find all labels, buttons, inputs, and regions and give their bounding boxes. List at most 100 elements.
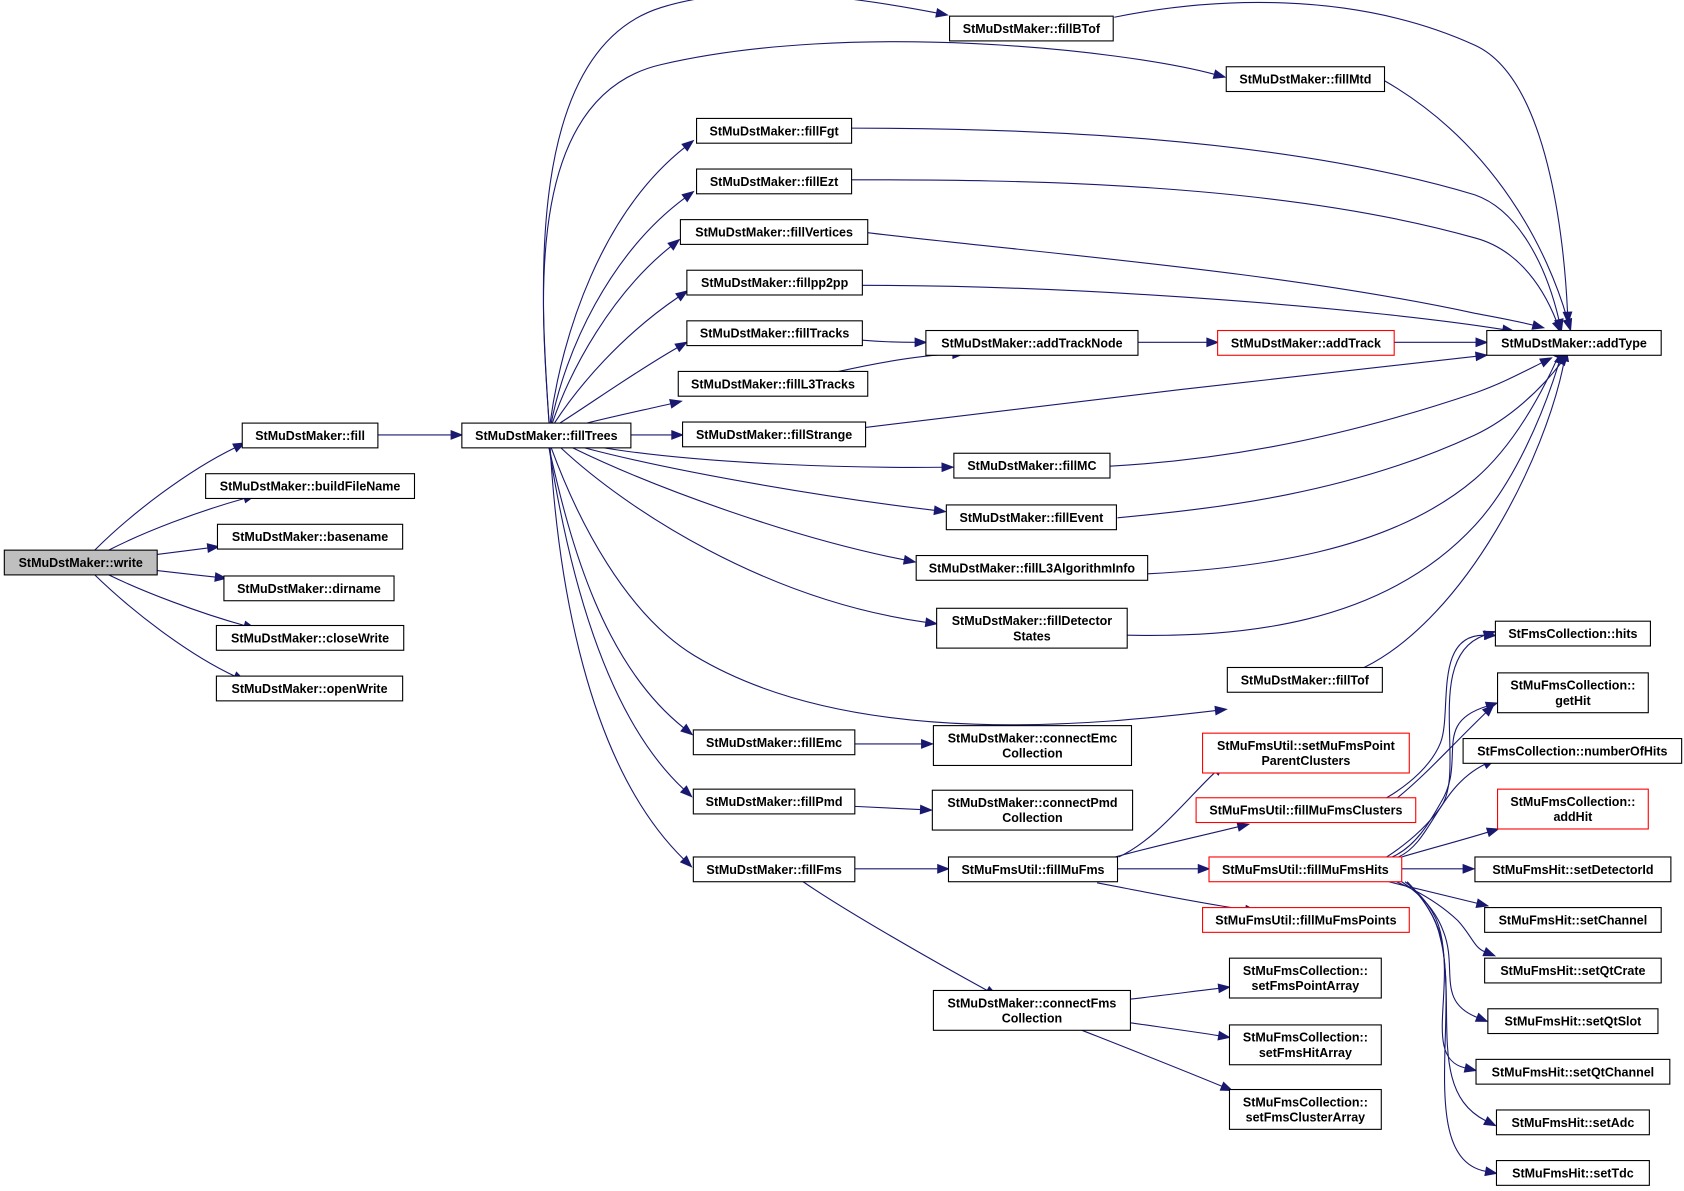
- node-fillVertices[interactable]: StMuDstMaker::fillVertices: [679, 219, 869, 245]
- node-box: [953, 452, 1111, 479]
- node-box: [936, 607, 1128, 649]
- node-fillMuFms[interactable]: StMuFmsUtil::fillMuFms: [947, 856, 1119, 883]
- edge-line: [549, 447, 685, 860]
- edge-line: [1391, 705, 1487, 858]
- node-addTrackNode[interactable]: StMuDstMaker::addTrackNode: [925, 329, 1139, 356]
- edge-arrowhead: [232, 442, 246, 453]
- node-addHit[interactable]: StMuFmsCollection::addHit: [1497, 788, 1649, 830]
- edge-write-to-dirname: [157, 570, 228, 582]
- node-numberOfHits[interactable]: StFmsCollection::numberOfHits: [1462, 737, 1683, 764]
- edge-fillMuFms-to-fillMuFmsClusters: [1115, 822, 1251, 858]
- node-addType[interactable]: StMuDstMaker::addType: [1486, 329, 1662, 356]
- node-setQtSlot[interactable]: StMuFmsHit::setQtSlot: [1487, 1008, 1659, 1035]
- edge-arrowhead: [933, 505, 947, 516]
- node-label: StMuDstMaker::fillL3AlgorithmInfo: [929, 561, 1136, 575]
- edge-line: [1386, 634, 1485, 799]
- edge-line: [550, 447, 1216, 726]
- edge-arrowhead: [679, 785, 693, 798]
- edge-write-to-fill: [94, 442, 246, 551]
- node-basename[interactable]: StMuDstMaker::basename: [216, 523, 404, 550]
- node-fillMtd[interactable]: StMuDstMaker::fillMtd: [1225, 66, 1386, 93]
- edge-fillTrees-to-fillFgt: [549, 139, 695, 424]
- node-label: StMuDstMaker::write: [19, 556, 143, 570]
- node-openWrite[interactable]: StMuDstMaker::openWrite: [215, 675, 404, 702]
- node-fillTof[interactable]: StMuDstMaker::fillTof: [1226, 666, 1383, 693]
- edge-arrowhead: [669, 399, 683, 409]
- node-box: [925, 329, 1139, 356]
- node-fillEmc[interactable]: StMuDstMaker::fillEmc: [692, 729, 856, 756]
- node-label: StMuFmsHit::setQtCrate: [1500, 964, 1645, 978]
- edge-line: [108, 497, 245, 551]
- edge-addTrack-to-addType: [1394, 337, 1489, 348]
- edge-line: [550, 197, 686, 424]
- node-fillFms[interactable]: StMuDstMaker::fillFms: [692, 856, 856, 883]
- node-label: StMuDstMaker::fillStrange: [696, 428, 852, 442]
- node-fillL3Tracks[interactable]: StMuDstMaker::fillL3Tracks: [677, 370, 869, 397]
- node-box: [1474, 856, 1672, 883]
- node-fillTracks[interactable]: StMuDstMaker::fillTracks: [686, 320, 863, 347]
- edge-line: [572, 447, 905, 561]
- edge-line: [865, 355, 1477, 428]
- node-fillMuFmsPoints[interactable]: StMuFmsUtil::fillMuFmsPoints: [1202, 907, 1410, 933]
- edge-line: [1404, 881, 1466, 1069]
- edge-fillTrees-to-fillMC: [603, 447, 955, 473]
- node-label: StMuFmsHit::setQtChannel: [1492, 1065, 1655, 1079]
- node-fillMC[interactable]: StMuDstMaker::fillMC: [953, 452, 1111, 479]
- edge-line: [94, 574, 235, 677]
- node-fillTrees[interactable]: StMuDstMaker::fillTrees: [461, 422, 632, 449]
- node-closeWrite[interactable]: StMuDstMaker::closeWrite: [215, 624, 405, 651]
- node-fill[interactable]: StMuDstMaker::fill: [241, 422, 379, 449]
- edge-line: [1130, 987, 1219, 1000]
- node-buildFileName[interactable]: StMuDstMaker::buildFileName: [205, 473, 416, 500]
- node-dirname[interactable]: StMuDstMaker::dirname: [223, 575, 395, 602]
- node-setFmsPointArray[interactable]: StMuFmsCollection::setFmsPointArray: [1228, 957, 1382, 999]
- node-getHit[interactable]: StMuFmsCollection::getHit: [1497, 672, 1649, 714]
- edge-arrowhead: [1531, 320, 1546, 330]
- node-fillStrange[interactable]: StMuDstMaker::fillStrange: [682, 421, 867, 448]
- node-setQtChannel[interactable]: StMuFmsHit::setQtChannel: [1475, 1058, 1671, 1085]
- node-setQtCrate[interactable]: StMuFmsHit::setQtCrate: [1484, 957, 1662, 984]
- edge-fillTrees-to-fillpp2pp: [553, 290, 689, 424]
- node-fillEzt[interactable]: StMuDstMaker::fillEzt: [696, 168, 853, 195]
- node-fillPmd[interactable]: StMuDstMaker::fillPmd: [692, 788, 856, 815]
- node-addTrack[interactable]: StMuDstMaker::addTrack: [1217, 329, 1395, 356]
- node-fillFgt[interactable]: StMuDstMaker::fillFgt: [696, 117, 853, 144]
- node-setDetectorId[interactable]: StMuFmsHit::setDetectorId: [1474, 856, 1672, 883]
- edge-arrowhead: [667, 238, 681, 251]
- node-hits[interactable]: StFmsCollection::hits: [1494, 620, 1651, 647]
- node-label: addHit: [1553, 810, 1593, 824]
- node-box: [932, 989, 1131, 1031]
- node-box: [945, 504, 1117, 531]
- node-fillL3AlgorithmInfo[interactable]: StMuDstMaker::fillL3AlgorithmInfo: [915, 554, 1149, 581]
- node-label: StMuDstMaker::connectFms: [948, 996, 1117, 1010]
- edge-line: [1096, 882, 1246, 911]
- node-setFmsHitArray[interactable]: StMuFmsCollection::setFmsHitArray: [1228, 1024, 1382, 1066]
- node-write[interactable]: StMuDstMaker::write: [3, 549, 158, 576]
- edge-fillFms-to-connectFms: [802, 881, 999, 997]
- node-fillEvent[interactable]: StMuDstMaker::fillEvent: [945, 504, 1117, 531]
- node-fillpp2pp[interactable]: StMuDstMaker::fillpp2pp: [686, 269, 863, 296]
- edge-line: [584, 447, 935, 511]
- node-setChannel[interactable]: StMuFmsHit::setChannel: [1484, 907, 1662, 933]
- node-label: StMuFmsUtil::fillMuFmsHits: [1222, 863, 1389, 877]
- edge-fillMuFmsHits-to-setAdc: [1406, 881, 1497, 1127]
- edge-line: [108, 574, 245, 627]
- node-fillBTof[interactable]: StMuDstMaker::fillBTof: [949, 15, 1114, 42]
- edge-arrowhead: [1484, 701, 1499, 712]
- node-setFmsClusterArray[interactable]: StMuFmsCollection::setFmsClusterArray: [1228, 1088, 1382, 1130]
- edge-fillMuFmsHits-to-setChannel: [1388, 881, 1490, 908]
- edge-fillTrees-to-fillVertices: [551, 238, 681, 424]
- edge-connectFms-to-setFmsClusterArray: [1081, 1029, 1234, 1092]
- node-fillMuFmsHits[interactable]: StMuFmsUtil::fillMuFmsHits: [1208, 856, 1403, 883]
- node-label: Collection: [1002, 1011, 1062, 1025]
- node-label: StMuDstMaker::fillTrees: [475, 429, 617, 443]
- node-fillMuFmsClusters[interactable]: StMuFmsUtil::fillMuFmsClusters: [1195, 797, 1417, 824]
- node-setTdc[interactable]: StMuFmsHit::setTdc: [1495, 1160, 1650, 1186]
- node-setAdc[interactable]: StMuFmsHit::setAdc: [1495, 1109, 1650, 1136]
- node-label: Collection: [1002, 747, 1062, 761]
